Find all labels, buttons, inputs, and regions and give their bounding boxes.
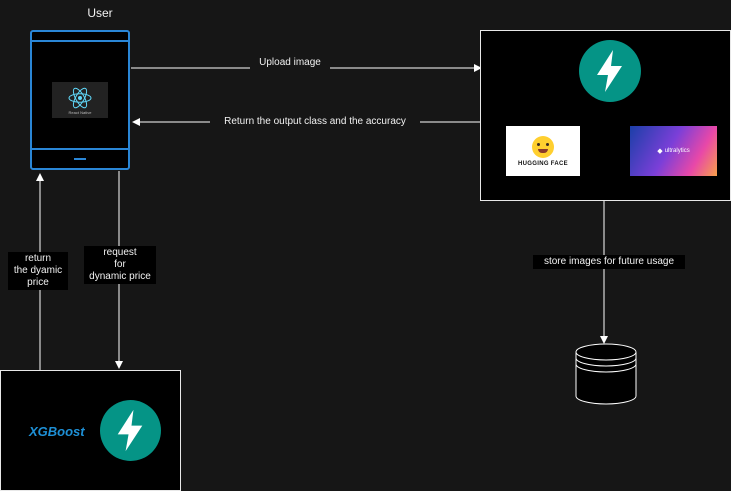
return-price-line-3: price	[27, 277, 49, 288]
return-output-label: Return the output class and the accuracy	[210, 116, 420, 128]
hugging-face-label: HUGGING FACE	[518, 160, 568, 167]
ultralytics-logo: ◆ ultralytics	[630, 126, 717, 176]
react-native-logo: React Native	[52, 82, 108, 118]
xgboost-logo: XGBoost	[29, 424, 85, 439]
upload-image-label: Upload image	[250, 57, 330, 69]
fastapi-logo	[579, 40, 641, 102]
phone-device: React Native	[30, 30, 130, 170]
lightning-icon	[597, 50, 622, 92]
hugging-face-logo: HUGGING FACE	[506, 126, 580, 176]
ultralytics-mark-icon: ◆	[657, 148, 663, 155]
phone-top-bar	[32, 40, 128, 42]
return-price-line-1: return	[24, 253, 52, 264]
return-price-line-2: the dyamic	[13, 265, 63, 276]
request-price-line-1: request	[103, 247, 137, 258]
request-price-line-2: for	[114, 259, 126, 270]
react-atom-icon	[68, 87, 92, 108]
api-server-box: HUGGING FACE ◆ ultralytics	[480, 30, 731, 201]
request-price-line-3: dynamic price	[89, 271, 151, 282]
user-title: User	[87, 6, 113, 20]
xgboost-server-box: XGBoost	[0, 370, 181, 491]
ultralytics-label: ultralytics	[664, 148, 690, 154]
lightning-icon	[117, 409, 143, 452]
request-price-label: request for dynamic price	[84, 246, 156, 284]
return-price-label: return the dyamic price	[8, 252, 68, 290]
phone-bottom-bar	[32, 148, 128, 150]
fastapi-logo-bottom	[100, 400, 161, 461]
phone-home-button	[74, 158, 86, 160]
hugging-face-emoji-icon	[532, 135, 554, 158]
store-images-label: store images for future usage	[533, 255, 685, 269]
react-logo-text: React Native	[68, 109, 92, 115]
